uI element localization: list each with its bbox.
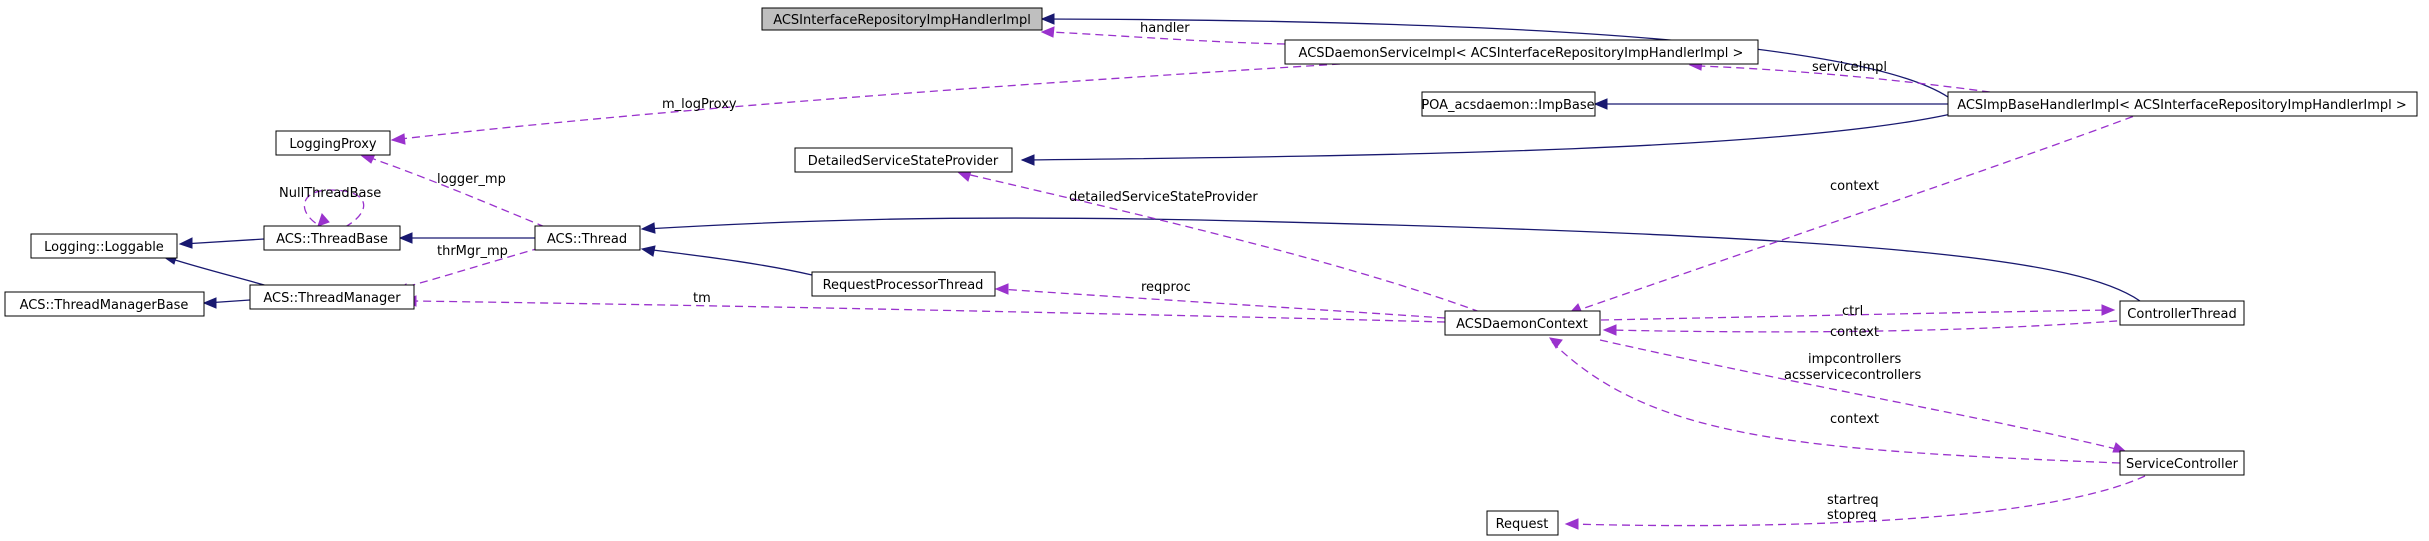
node-acs-imp-base-handler-impl[interactable]: ACSImpBaseHandlerImpl< ACSInterfaceRepos…: [1947, 91, 2418, 117]
node-acs-thread[interactable]: ACS::Thread: [534, 225, 641, 251]
edge-handler: [1049, 31, 1286, 45]
edge-logger-mp: [364, 155, 546, 228]
arrowhead-ctrl: [2101, 304, 2116, 316]
edge-tm: [411, 300, 1446, 323]
arrowhead-inherit-thread-threadbase: [398, 232, 413, 244]
node-acs-daemon-service-impl[interactable]: ACSDaemonServiceImpl< ACSInterfaceReposi…: [1284, 39, 1759, 65]
label-impcontrollers: impcontrollers: [1808, 352, 1902, 367]
node-label: ACS::Thread: [547, 232, 627, 247]
edges: [171, 18, 2146, 527]
edge-context-ctrl: [1607, 319, 2131, 333]
arrowhead-inherit-threadmanager-base: [202, 297, 217, 309]
node-request-processor-thread[interactable]: RequestProcessorThread: [811, 271, 996, 297]
arrowhead-inherit-controller-thread: [640, 222, 656, 234]
node-label: ACS::ThreadManager: [263, 291, 401, 306]
label-startreq: startreq: [1827, 493, 1879, 508]
arrowhead-context-sc: [1549, 337, 1563, 349]
edge-detailed-service-state-provider: [961, 172, 1481, 313]
arrowhead-inherit-poa: [1593, 98, 1608, 110]
node-label: RequestProcessorThread: [823, 278, 984, 293]
edge-startreq-stopreq: [1569, 475, 2146, 527]
label-detailed-service-state-provider: detailedServiceStateProvider: [1069, 190, 1258, 205]
label-null-thread-base: NullThreadBase: [279, 186, 381, 201]
node-detailed-service-state-provider[interactable]: DetailedServiceStateProvider: [794, 147, 1013, 173]
edge-inherit-impbasehandler-interfacerepo: [1041, 18, 1949, 98]
edge-service-impl: [1699, 65, 1991, 93]
node-service-controller[interactable]: ServiceController: [2119, 450, 2245, 476]
label-thr-mgr-mp: thrMgr_mp: [437, 244, 508, 259]
edge-null-thread-base: [303, 189, 365, 228]
edge-inherit-dssp: [1021, 111, 1961, 161]
node-acs-thread-manager[interactable]: ACS::ThreadManager: [249, 284, 415, 310]
label-acsservicecontrollers: acsservicecontrollers: [1784, 368, 1921, 383]
node-label: POA_acsdaemon::ImpBase: [1421, 98, 1594, 113]
edge-inherit-threadbase-loggable: [182, 238, 265, 245]
arrowhead-inherit-dssp: [1020, 154, 1035, 166]
node-controller-thread[interactable]: ControllerThread: [2119, 300, 2245, 326]
node-label: ACSDaemonContext: [1456, 317, 1588, 332]
label-stopreq: stopreq: [1827, 508, 1876, 523]
edge-context-top: [1572, 111, 2146, 313]
label-ctrl: ctrl: [1842, 304, 1863, 319]
node-label: ACSImpBaseHandlerImpl< ACSInterfaceRepos…: [1957, 98, 2407, 113]
edge-context-sc: [1549, 339, 2121, 464]
arrowhead-context-ctrl: [1602, 324, 1617, 336]
node-label: Request: [1496, 517, 1549, 532]
edge-reqproc: [999, 288, 1446, 319]
node-logging-loggable[interactable]: Logging::Loggable: [30, 233, 178, 259]
label-reqproc: reqproc: [1141, 280, 1191, 295]
node-label: Logging::Loggable: [44, 240, 164, 255]
edge-m-log-proxy: [391, 63, 1341, 141]
arrowhead-reqproc: [994, 283, 1009, 295]
node-acs-daemon-context[interactable]: ACSDaemonContext: [1444, 310, 1601, 336]
node-label: ACSDaemonServiceImpl< ACSInterfaceReposi…: [1299, 46, 1744, 61]
node-label: ACS::ThreadManagerBase: [20, 298, 189, 313]
arrowhead-inherit-reqproc-thread: [640, 245, 656, 257]
edge-ctrl: [1600, 309, 2111, 321]
label-context-top: context: [1830, 179, 1879, 194]
label-service-impl: serviceImpl: [1812, 60, 1887, 75]
edge-inherit-threadmanager-loggable: [171, 258, 276, 289]
arrowhead-m-log-proxy: [390, 133, 406, 145]
nodes: ACSInterfaceRepositoryImpHandlerImpl ACS…: [4, 7, 2418, 536]
node-label: ServiceController: [2126, 457, 2239, 472]
arrowhead-null-thread-base: [317, 213, 330, 227]
node-label: ACSInterfaceRepositoryImpHandlerImpl: [773, 13, 1031, 28]
edge-inherit-reqproc-thread: [644, 248, 813, 276]
node-logging-proxy[interactable]: LoggingProxy: [275, 130, 391, 156]
node-label: LoggingProxy: [289, 137, 376, 152]
label-handler: handler: [1140, 21, 1190, 36]
arrowhead-inherit-interfacerepo: [1040, 13, 1055, 25]
node-poa-acsdaemon-impbase[interactable]: POA_acsdaemon::ImpBase: [1421, 91, 1596, 117]
edge-service-controllers: [1599, 339, 2125, 452]
label-m-log-proxy: m_logProxy: [662, 97, 737, 112]
label-context-ctrl: context: [1830, 325, 1879, 340]
label-tm: tm: [693, 291, 711, 306]
node-acs-thread-manager-base[interactable]: ACS::ThreadManagerBase: [4, 291, 205, 317]
node-label: ACS::ThreadBase: [276, 232, 388, 247]
edge-inherit-controller-thread: [644, 217, 2141, 302]
node-request[interactable]: Request: [1486, 510, 1559, 536]
label-context-sc: context: [1830, 412, 1879, 427]
arrowhead-handler: [1040, 26, 1055, 38]
label-logger-mp: logger_mp: [437, 172, 506, 187]
node-label: DetailedServiceStateProvider: [808, 154, 999, 169]
edge-labels: handler serviceImpl m_logProxy logger_mp…: [279, 21, 1921, 523]
arrowhead-inherit-threadbase-loggable: [178, 237, 193, 249]
node-acs-interface-repository-imp-handler-impl[interactable]: ACSInterfaceRepositoryImpHandlerImpl: [761, 7, 1043, 31]
node-label: ControllerThread: [2127, 307, 2236, 322]
arrowhead-startreq-stopreq: [1564, 518, 1579, 530]
node-acs-thread-base[interactable]: ACS::ThreadBase: [263, 225, 401, 251]
